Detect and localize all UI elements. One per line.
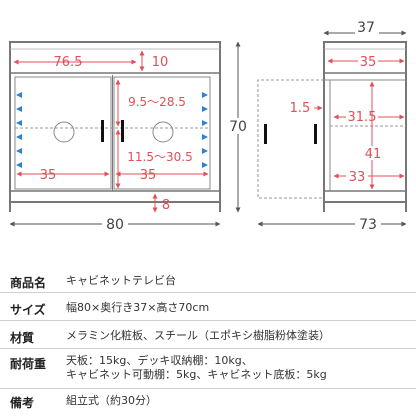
handle-left-icon xyxy=(101,120,104,142)
spec-label: 耐荷重 xyxy=(10,357,47,371)
dim-door-thickness: 1.5 xyxy=(290,101,311,116)
spec-row-name: 商品名 キャビネットテレビ台 xyxy=(0,262,416,293)
cable-hole-right-icon xyxy=(152,121,174,143)
dim-side-overall-depth-open: 73 xyxy=(359,217,377,233)
front-door-right xyxy=(113,76,211,190)
front-view: 76.5 10 9.5〜28.5 11.5〜30.5 35 35 8 80 70 xyxy=(9,41,248,233)
spec-value: 幅80×奥行き37×高さ70cm xyxy=(66,301,210,314)
spec-row-load: 耐荷重 天板：15kg、デッキ収納棚：10kg、 キャビネット可動棚：5kg、キ… xyxy=(0,348,416,389)
side-door-handle-icon xyxy=(264,124,267,144)
spec-row-size: サイズ 幅80×奥行き37×高さ70cm xyxy=(0,292,416,321)
dim-side-bottom-depth: 33 xyxy=(349,170,366,185)
spec-value: 組立式（約30分） xyxy=(66,394,157,407)
cable-hole-left-icon xyxy=(53,121,75,143)
dim-side-cabinet-height: 41 xyxy=(365,147,382,162)
side-frame xyxy=(323,41,407,203)
dim-side-overall-depth: 37 xyxy=(357,20,375,36)
dim-leg-height: 8 xyxy=(162,198,170,213)
spec-value: キャビネットテレビ台 xyxy=(66,274,176,287)
side-view: 37 35 1.5 31.5 41 33 73 xyxy=(257,20,407,233)
dim-inner-width: 76.5 xyxy=(54,55,83,70)
dimension-drawing: 76.5 10 9.5〜28.5 11.5〜30.5 35 35 8 80 70 xyxy=(9,20,407,233)
dim-side-top-depth: 35 xyxy=(360,55,377,70)
shelf-pin-arrows-right xyxy=(202,92,208,168)
dim-overall-width: 80 xyxy=(106,217,124,233)
front-frame xyxy=(9,41,221,203)
side-handle-icon xyxy=(314,124,317,144)
dim-bottom-right-width: 35 xyxy=(140,168,157,183)
spec-label: サイズ xyxy=(10,303,46,317)
spec-value: キャビネット可動棚：5kg、キャビネット底板：5kg xyxy=(66,368,327,381)
side-open-door xyxy=(257,79,324,199)
spec-label: 備考 xyxy=(10,396,35,410)
front-door-left xyxy=(14,76,112,190)
dim-bottom-left-width: 35 xyxy=(40,168,57,183)
spec-label: 材質 xyxy=(10,331,35,345)
spec-row-material: 材質 メラミン化粧板、スチール（エポキシ樹脂粉体塗装） xyxy=(0,320,416,349)
dim-shelf-range-lower: 11.5〜30.5 xyxy=(127,150,192,164)
shelf-pin-arrows-left xyxy=(16,92,22,168)
spec-label: 商品名 xyxy=(10,276,47,290)
spec-value: メラミン化粧板、スチール（エポキシ樹脂粉体塗装） xyxy=(66,329,330,342)
spec-row-notes: 備考 組立式（約30分） xyxy=(0,388,416,414)
handle-right-icon xyxy=(121,120,124,142)
dim-top-shelf-height: 10 xyxy=(152,55,169,70)
dim-side-shelf-depth: 31.5 xyxy=(348,110,377,125)
dim-overall-height: 70 xyxy=(229,119,247,135)
dim-shelf-range-upper: 9.5〜28.5 xyxy=(128,95,186,109)
spec-value: 天板：15kg、デッキ収納棚：10kg、 xyxy=(66,354,253,367)
